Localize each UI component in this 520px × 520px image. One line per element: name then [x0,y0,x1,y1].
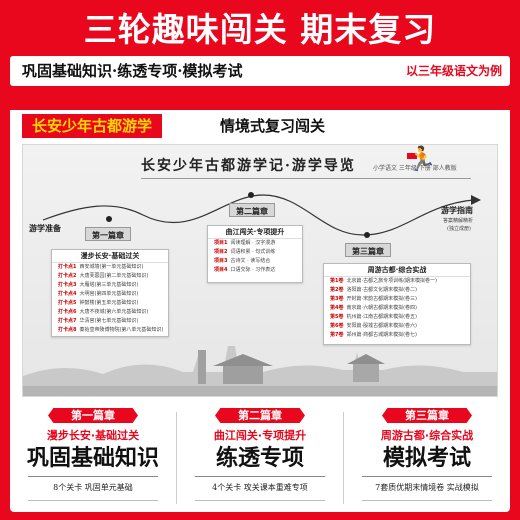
list-item: 第7卷郑州篇·商都古城期末模拟(卷七) [330,332,417,338]
flag-icon [407,153,417,159]
list-item: 第4卷南京篇·六朝古都期末模拟(卷四) [330,305,417,311]
column-2-title: 练透专项 [215,445,304,471]
headline: 三轮趣味闯关 期末复习 [83,10,437,49]
chapter-columns: 第一篇章 漫步长安·基础过关 巩固基础知识 8个关卡 巩固单元基础 第二篇章 曲… [10,404,510,512]
column-divider [343,412,344,504]
theme-text: 情境式复习闯关 [220,117,326,135]
list-item: 第3卷开封篇·宋韵古都期末模拟(卷三) [330,296,417,302]
subtitle-bar: 巩固基础知识·练透专项·模拟考试 以三年级语文为例 [10,56,510,86]
list-item: 第6卷安阳篇·殷墟古都期末模拟(卷六) [330,323,417,329]
theme-banner: 长安少年古都游学 情境式复习闯关 [22,114,498,138]
column-3-desc: 7套质优期末情境卷 实战模拟 [375,483,479,492]
column-1: 第一篇章 漫步长安·基础过关 巩固基础知识 8个关卡 巩固单元基础 [10,404,176,512]
column-1-title: 巩固基础知识 [26,445,159,471]
column-1-rule [28,476,158,477]
route-path [42,192,481,238]
chapter3-panel-head: 周游古都·综合实战 [324,264,470,277]
main-card: 长安少年古都游学 情境式复习闯关 长安少年古都游学记·游学导览 小学语文 三年级… [10,92,510,512]
column-2-badge: 第二篇章 [215,408,305,423]
card-top-bar [10,92,510,110]
column-3-rule-bottom [362,500,492,501]
subtitle-left: 巩固基础知识·练透专项·模拟考试 [22,62,243,80]
chapter2-panel-head: 曲江闯关·专项提升 [208,226,302,239]
column-3-title: 模拟考试 [382,445,471,471]
column-2-desc: 4个关卡 攻关课本重难专项 [212,483,308,492]
chapter3-plate: 第三篇章 [345,243,391,257]
column-divider [176,412,177,504]
column-2-rule-bottom [195,500,325,501]
chapter1-panel-head: 漫步长安·基础过关 [52,250,168,263]
runner-icon: 🏃 [407,145,437,173]
list-item: 第5卷杭州篇·江南古都期末模拟(卷五) [330,314,417,320]
column-2: 第二篇章 曲江闯关·专项提升 练透专项 4个关卡 攻关课本重难专项 [177,404,343,512]
end-sub2: (独立成册) [447,226,471,232]
theme-tag: 长安少年古都游学 [22,114,163,138]
scene-title: 长安少年古都游学记·游学导览 [141,158,356,174]
column-1-desc: 8个关卡 巩固单元基础 [53,483,133,492]
scene-subtitle: 小学语文 三年级 下册 部人教版 [373,165,457,172]
column-2-sub: 曲江闯关·专项提升 [213,429,307,442]
start-label: 游学准备 [29,223,61,233]
chapter1-plate: 第一篇章 [85,227,131,241]
column-3: 第三篇章 周游古都·综合实战 模拟考试 7套质优期末情境卷 实战模拟 [344,404,510,512]
end-label: 游学指南 [441,205,473,215]
tour-map-scene: 长安少年古都游学记·游学导览 小学语文 三年级 下册 部人教版 🏃 游学准备 游… [22,144,498,397]
scene-title-box: 长安少年古都游学记·游学导览 小学语文 三年级 下册 部人教版 [141,155,471,179]
column-1-badge: 第一篇章 [48,408,138,423]
chapter3-panel: 周游古都·综合实战 第1卷北京篇·古都之旅专项训练(期末模拟卷一) 第2卷洛阳篇… [323,263,471,345]
list-item: 第1卷北京篇·古都之旅专项训练(期末模拟卷一) [330,278,437,284]
column-3-badge: 第三篇章 [382,408,472,423]
column-3-rule [362,476,492,477]
city-skyline-illustration [23,346,497,396]
chapter2-plate: 第二篇章 [229,203,275,217]
column-3-sub: 周游古都·综合实战 [380,429,474,442]
end-sub1: 答案精解精析 [443,218,474,224]
column-2-rule [195,476,325,477]
column-1-sub: 漫步长安·基础过关 [46,429,140,442]
column-1-rule-bottom [28,500,158,501]
list-item: 第2卷洛阳篇·古都文化期末模拟(卷二) [330,287,417,293]
subtitle-right: 以三年级语文为例 [405,64,502,78]
